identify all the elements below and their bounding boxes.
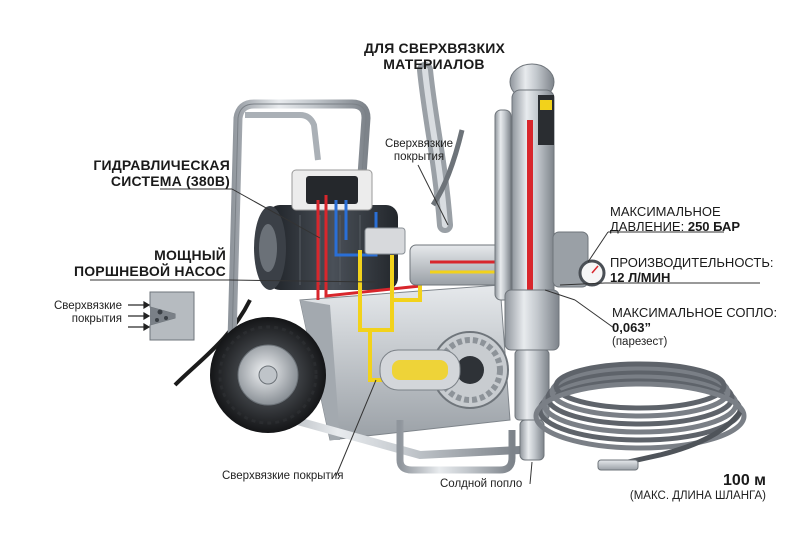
flow-line-2: 12 Л/МИН <box>610 269 671 285</box>
hydraulic-line-2: СИСТЕМА (380В) <box>110 173 230 190</box>
coatings-left-line-2: покрытия <box>71 313 122 326</box>
hydraulic-line-1: ГИДРАВЛИЧЕСКАЯ <box>93 157 230 173</box>
vertical-pump <box>494 63 589 461</box>
label-max-nozzle: МАКСИМАЛЬНОЕ СОПЛО: 0,063” (парезест) <box>612 305 778 349</box>
coatings-left-line-1: Сверхвязкие <box>53 300 122 312</box>
coatings-top-line-1: Сверхвязкие <box>384 138 454 150</box>
nozzle-value: 0,063” <box>612 319 652 335</box>
label-hydraulic-system: ГИДРАВЛИЧЕСКАЯ СИСТЕМА (380В) <box>84 157 230 189</box>
hose-coil <box>533 361 747 469</box>
pressure-line-1: МАКСИМАЛЬНОЕ <box>610 204 721 219</box>
flow-line-1: ПРОИЗВОДИТЕЛЬНОСТЬ: <box>610 255 774 270</box>
pressure-gauge <box>578 259 606 287</box>
title-line-1: ДЛЯ СВЕРХВЯЗКИХ <box>364 40 505 56</box>
pressure-value: 250 БАР <box>687 218 741 234</box>
title-line-2: МАТЕРИАЛОВ <box>383 56 485 73</box>
label-hose: 100 м (МАКС. ДЛИНА ШЛАНГА) <box>620 472 766 504</box>
label-piston-pump: МОЩНЫЙ ПОРШНЕВОЙ НАСОС <box>72 247 226 279</box>
wheel <box>210 317 326 433</box>
label-coatings-left: Сверхвязкие покрытия <box>40 300 122 326</box>
power-cord <box>173 299 252 387</box>
hose-fitting <box>597 459 639 471</box>
label-foot-valve: Солдной попло <box>440 478 523 490</box>
nozzle-note: (парезест) <box>612 335 668 348</box>
electric-motor <box>254 169 398 290</box>
pump-line-1: МОЩНЫЙ <box>154 247 226 263</box>
label-max-pressure: МАКСИМАЛЬНОЕ ДАВЛЕНИЕ: 250 БАР <box>610 204 741 235</box>
pump-gear <box>379 331 509 409</box>
hose-note: (МАКС. ДЛИНА ШЛАНГА) <box>629 490 766 503</box>
pressure-line-2: ДАВЛЕНИЕ: 250 БАР <box>610 218 741 235</box>
pump-line-2: ПОРШНЕВОЙ НАСОС <box>73 263 226 280</box>
nozzle-line-1: МАКСИМАЛЬНОЕ СОПЛО: <box>612 305 778 320</box>
coatings-top-line-2: покрытия <box>393 151 445 164</box>
hose-length: 100 м <box>723 472 766 489</box>
pressure-prefix: ДАВЛЕНИЕ: <box>610 218 688 234</box>
label-coatings-top: Сверхвязкие покрытия <box>369 138 469 164</box>
inset-arrows <box>128 300 151 332</box>
inset-nozzle <box>149 291 195 341</box>
label-flow-rate: ПРОИЗВОДИТЕЛЬНОСТЬ: 12 Л/МИН <box>610 255 774 286</box>
label-coatings-bottom: Сверхвязкие покрытия <box>222 470 344 482</box>
leader-lines <box>90 164 760 485</box>
title-super-viscous: ДЛЯ СВЕРХВЯЗКИХ МАТЕРИАЛОВ <box>364 40 505 73</box>
